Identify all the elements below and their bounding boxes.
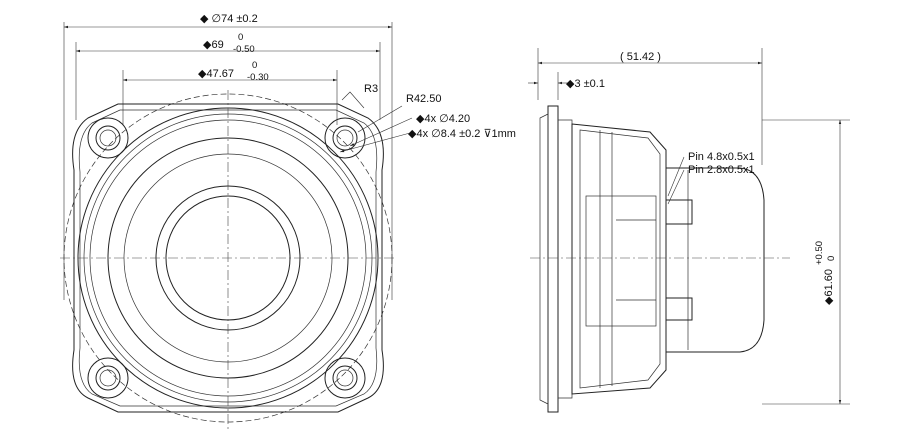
dim-frame-label: ◆69: [203, 39, 224, 51]
mount-hole-top-right: [324, 117, 366, 159]
speaker-frame: [72, 103, 384, 413]
side-view: ( 51.42 ) ◆3 ±0.1 Pin 4.8x0.5x1 Pin 2.8x…: [528, 48, 850, 413]
terminal-large: [665, 199, 693, 225]
dim-outer-label: ◆ ∅74 ±0.2: [200, 13, 258, 25]
height-tol-upper: +0.50: [814, 241, 825, 265]
dim-inner-tol-lower: -0.30: [247, 72, 269, 83]
pin-small-label: Pin 2.8x0.5x1: [688, 164, 755, 176]
front-view: ◆ ∅74 ±0.2 ◆69 0 -0.50 ◆47.67 0 -0.30: [60, 13, 516, 430]
dim-inner-tol-upper: 0: [252, 60, 257, 71]
radius-arc-label: R42.50: [406, 93, 441, 105]
dim-frame-tol-lower: -0.50: [233, 44, 255, 55]
magnet: [665, 167, 765, 353]
hole-counterbore-label: ◆4x ∅8.4 ±0.2 ⊽1mm: [408, 128, 516, 140]
height-label: ◆61.60: [823, 269, 835, 305]
mount-hole-top-left: [87, 117, 129, 159]
radius-corner-label: R3: [364, 83, 378, 95]
dim-frame-tol-upper: 0: [238, 32, 243, 43]
height-tol-lower: 0: [826, 256, 837, 261]
mount-hole-bottom-right: [324, 357, 366, 399]
flange: [547, 105, 559, 413]
flange-label: ◆3 ±0.1: [566, 78, 605, 90]
dim-inner-label: ◆47.67: [198, 68, 234, 80]
hole-small-label: ◆4x ∅4.20: [416, 113, 470, 125]
pin-large-label: Pin 4.8x0.5x1: [688, 151, 755, 163]
depth-label: ( 51.42 ): [620, 51, 661, 63]
terminal-small: [665, 297, 693, 321]
mount-hole-bottom-left: [87, 357, 129, 399]
basket: [571, 123, 667, 395]
